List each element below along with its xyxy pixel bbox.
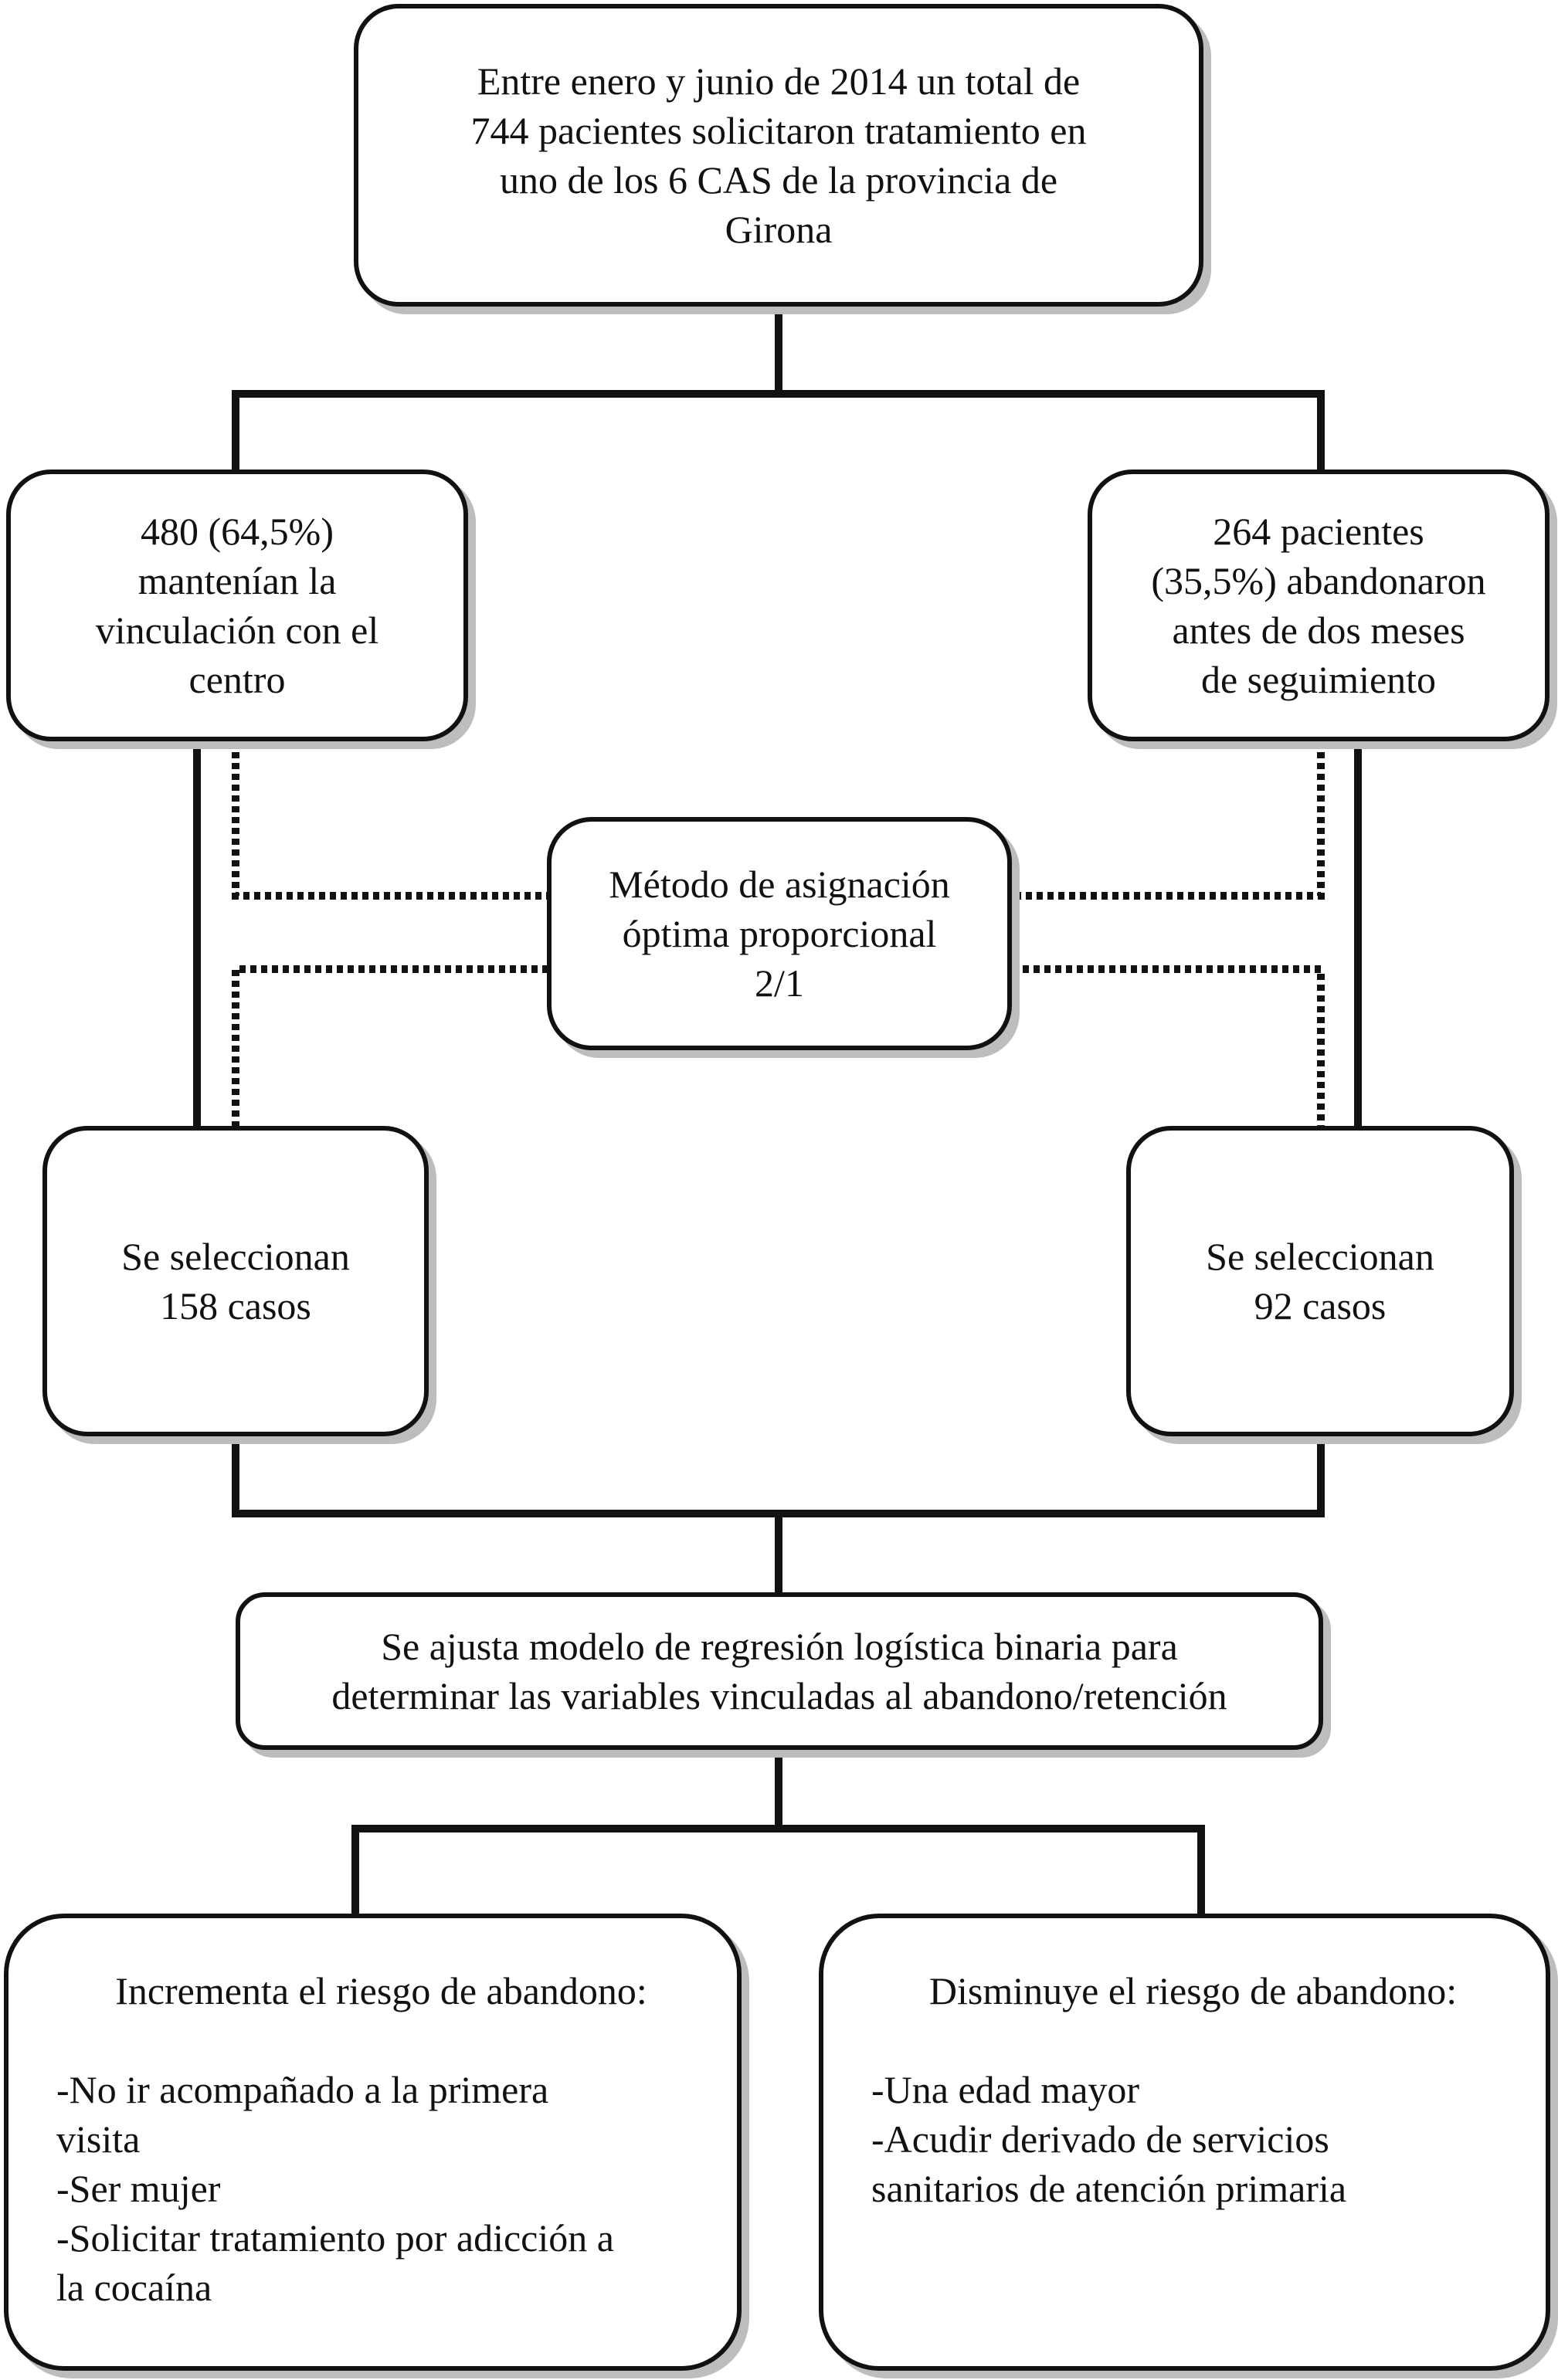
box-retained-line-4: centro (188, 658, 286, 701)
box-dropped-line-3: antes de dos meses (1172, 609, 1465, 652)
box-select-left-line-2: 158 casos (160, 1284, 311, 1327)
increase-item: -Solicitar tratamiento por adicción a (56, 2216, 614, 2260)
decrease-heading: Disminuye el riesgo de abandono: (928, 1969, 1458, 2012)
box-assignment-line-1: Método de asignación (609, 863, 950, 906)
dotted-right-upper (1012, 741, 1325, 900)
box-total-patients: Entre enero y junio de 2014 un total de … (354, 4, 1203, 307)
box-total-line-1: Entre enero y junio de 2014 un total de (477, 59, 1081, 103)
box-dropped-line-4: de seguimiento (1200, 658, 1437, 701)
box-decreases-risk: Disminuye el riesgo de abandono: -Una ed… (819, 1914, 1550, 2371)
box-assignment-method: Método de asignación óptima proporcional… (547, 817, 1012, 1050)
box-total-line-2: 744 pacientes solicitaron tratamiento en (470, 109, 1087, 152)
box-retained-line-2: mantenían la (137, 559, 337, 602)
box-select-right-line-2: 92 casos (1254, 1284, 1387, 1327)
box-dropped-line-1: 264 pacientes (1213, 510, 1424, 553)
decrease-item: sanitarios de atención primaria (871, 2167, 1347, 2210)
box-select-right-line-1: Se seleccionan (1206, 1235, 1434, 1278)
dotted-left-lower (232, 965, 548, 1127)
dotted-left-upper (232, 741, 548, 900)
decrease-item: -Una edad mayor (871, 2068, 1140, 2111)
box-select-left: Se seleccionan 158 casos (42, 1126, 429, 1436)
decrease-item: -Acudir derivado de servicios (871, 2117, 1329, 2161)
box-model-line-1: Se ajusta modelo de regresión logística … (381, 1625, 1178, 1668)
increase-heading: Incrementa el riesgo de abandono: (115, 1969, 647, 2012)
box-model-line-2: determinar las variables vinculadas al a… (331, 1674, 1227, 1717)
box-select-right: Se seleccionan 92 casos (1126, 1126, 1514, 1436)
box-assignment-line-3: 2/1 (755, 961, 804, 1005)
increase-item: -No ir acompañado a la primera (56, 2068, 549, 2111)
box-regression-model: Se ajusta modelo de regresión logística … (236, 1592, 1323, 1750)
dotted-right-lower (1012, 965, 1325, 1127)
box-assignment-line-2: óptima proporcional (622, 912, 937, 955)
box-select-left-line-1: Se seleccionan (121, 1235, 350, 1278)
box-retained-line-1: 480 (64,5%) (141, 510, 334, 553)
box-total-line-3: uno de los 6 CAS de la provincia de (499, 158, 1058, 202)
box-retained-line-3: vinculación con el (95, 609, 379, 652)
increase-item: la cocaína (56, 2266, 212, 2309)
increase-item: visita (56, 2117, 141, 2161)
increase-item: -Ser mujer (56, 2167, 221, 2210)
box-dropped-out: 264 pacientes (35,5%) abandonaron antes … (1088, 470, 1550, 741)
box-total-line-4: Girona (725, 208, 833, 251)
box-increases-risk: Incrementa el riesgo de abandono: -No ir… (4, 1914, 742, 2371)
box-retained: 480 (64,5%) mantenían la vinculación con… (6, 470, 468, 741)
box-dropped-line-2: (35,5%) abandonaron (1151, 559, 1486, 602)
